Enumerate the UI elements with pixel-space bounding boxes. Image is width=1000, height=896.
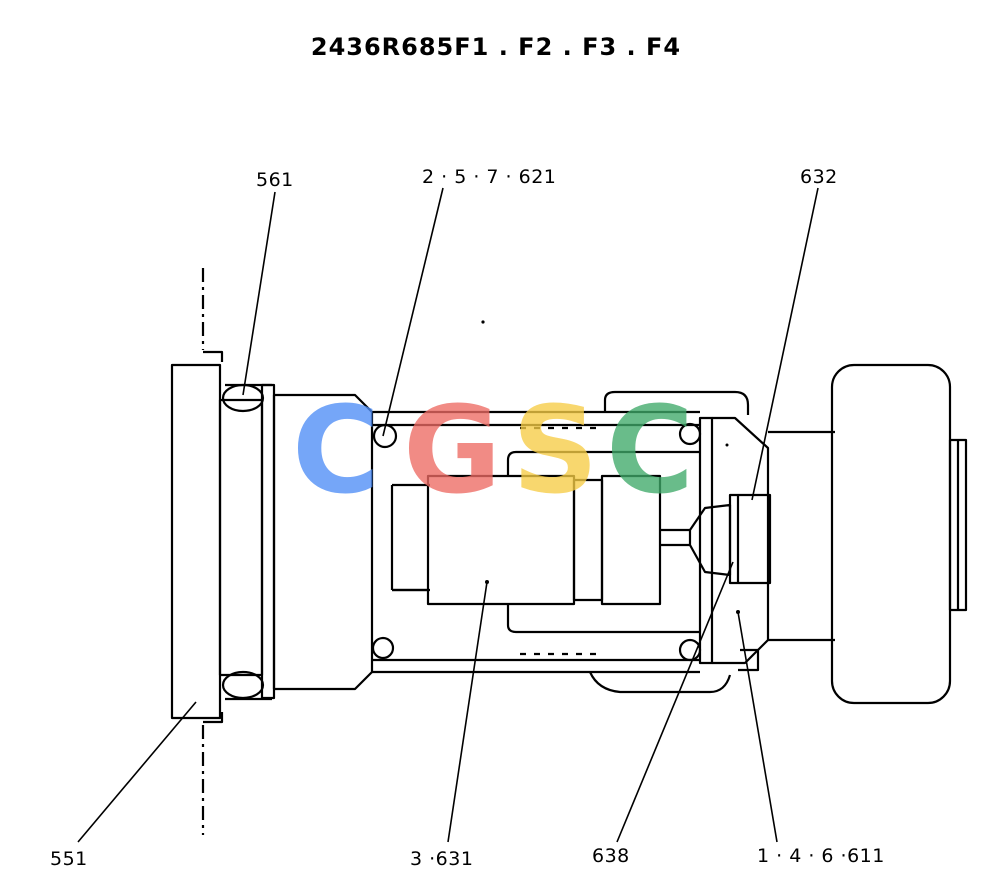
callout-561: 561 (256, 169, 294, 191)
watermark-letter-s: S (512, 382, 598, 521)
valve-plate (600, 474, 662, 606)
end-cap (712, 416, 770, 665)
leader-632 (751, 187, 819, 501)
leader-638 (616, 561, 734, 843)
drum (830, 363, 952, 705)
callout-1-4-6-611: 1 · 4 · 6 ·611 (757, 845, 885, 867)
housing-top-outline (603, 390, 750, 415)
piston-channel-top (506, 450, 700, 476)
dot (725, 443, 729, 447)
mount-step-top (203, 350, 224, 362)
body-shoulder (260, 383, 276, 700)
leader-2-5-7-621 (382, 187, 444, 437)
o-ring-561-top (221, 383, 265, 413)
bolt-circle-left-bottom (371, 636, 395, 660)
leader-3-631 (447, 581, 488, 843)
mount-step-bottom (203, 712, 224, 724)
leader-lines (77, 187, 819, 843)
dot (481, 320, 485, 324)
watermark: C G S C (292, 382, 694, 521)
watermark-letter-c2: C (606, 382, 694, 521)
callout-551: 551 (50, 848, 88, 870)
flange-551 (170, 363, 222, 720)
callout-3-631: 3 ·631 (410, 848, 473, 870)
end-plate (698, 416, 714, 665)
seal-housing (218, 398, 264, 677)
callout-638: 638 (592, 845, 630, 867)
callout-632: 632 (800, 166, 838, 188)
diagram-title: 2436R685F1 . F2 . F3 . F4 (311, 33, 681, 61)
callout-2-5-7-621: 2 · 5 · 7 · 621 (422, 166, 556, 188)
watermark-letter-c1: C (292, 382, 380, 521)
watermark-letter-g: G (403, 382, 502, 521)
assembly-drawing (170, 268, 968, 835)
leader-551 (77, 701, 197, 843)
leader-1-4-6-611 (737, 611, 778, 843)
leader-561 (242, 191, 276, 396)
housing-bottom-outline (588, 671, 732, 694)
bearing-cone-638 (688, 503, 732, 577)
bearing-632 (728, 493, 772, 585)
piston-channel-bottom (506, 604, 700, 634)
